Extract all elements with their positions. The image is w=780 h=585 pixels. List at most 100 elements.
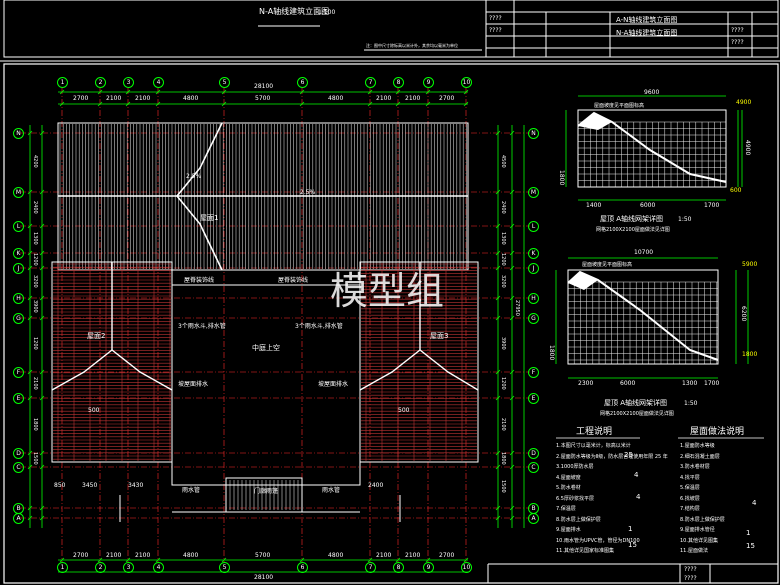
- detail2-subtitle: 网格2100X2100屋面做法见详图: [600, 411, 674, 417]
- dim-segment-bottom: 2100: [106, 552, 122, 559]
- watermark: 模型组: [330, 269, 445, 313]
- grid-axis-bubble: 5: [219, 77, 230, 88]
- grid-axis-bubble: A: [13, 513, 24, 524]
- detail1-side-dim: 1800: [558, 170, 565, 186]
- notes-right-item: 10.其他详见图集: [680, 537, 718, 544]
- detail1-subtitle: 网格2100X2100屋面做法见详图: [596, 227, 670, 233]
- grid-axis-bubble: 3: [123, 77, 134, 88]
- roof-left-wing: [51, 261, 173, 463]
- gutter-label-left: 屋脊装饰线: [184, 277, 215, 284]
- dim-segment-left: 1200: [32, 252, 38, 266]
- entry-label: 门廊雨篷: [254, 488, 279, 495]
- top-sheet-title: N-A轴线建筑立面图: [259, 7, 330, 16]
- grid-axis-bubble: D: [528, 448, 539, 459]
- grid-axis-bubble: 2: [95, 562, 106, 573]
- detail1-side-dim: 4900: [744, 140, 751, 156]
- dim-segment-bottom: 2100: [405, 552, 421, 559]
- top-sheet: N-A轴线建筑立面图 1:100 注：图中尺寸除标高以米计外，其余均以毫米为单位…: [0, 0, 780, 58]
- gutter-label-right: 屋脊装饰线: [278, 277, 309, 284]
- notes-left-item: 1.本图尺寸以毫米计，标高以米计: [556, 443, 631, 449]
- grid-axis-bubble: H: [528, 293, 539, 304]
- dim-total-bottom: 28100: [254, 574, 274, 581]
- title-block-line-2: N-A轴线建筑立面图: [616, 29, 678, 37]
- note-number: 1: [746, 529, 751, 537]
- grid-axis-bubble: M: [13, 187, 24, 198]
- notes-left-item: 3.1000厚防水层: [556, 464, 594, 470]
- grid-axis-bubble: 3: [123, 562, 134, 573]
- dim-segment-right: 3900: [500, 337, 506, 350]
- bottom-title-label: ????: [684, 575, 697, 582]
- dim-500-left: 500: [88, 407, 100, 414]
- dim-segment-top: 2100: [376, 95, 392, 102]
- note-number: 4: [752, 499, 757, 507]
- dim-segment-right: 27950: [514, 300, 520, 316]
- center-court: [119, 284, 401, 522]
- grid-axis-bubble: 4: [153, 562, 164, 573]
- dim-segment-top: 5700: [255, 95, 271, 102]
- dim-segment-left: 1300: [32, 231, 38, 245]
- notes-right-item: 7.结构层: [680, 506, 700, 512]
- dim-500-right: 500: [398, 407, 410, 414]
- note-number: 15: [628, 541, 637, 549]
- grid-axis-bubble: G: [13, 313, 24, 324]
- grid-axis-bubble: K: [528, 248, 539, 259]
- detail1-bottom-dim: 6000: [640, 202, 656, 209]
- detail2-side-dim: 1800: [548, 345, 555, 361]
- detail-2-frame: [555, 257, 749, 379]
- dim-segment-left: 3900: [32, 300, 38, 313]
- grid-axis-bubble: K: [13, 248, 24, 259]
- grid-axis-bubble: 4: [153, 77, 164, 88]
- roof-label-top: 屋面1: [200, 214, 219, 222]
- dim-label: 2400: [368, 482, 384, 489]
- detail2-title: 屋顶 A轴线网架详图: [604, 399, 668, 407]
- rain-pipe-label-right: 雨水管: [322, 487, 341, 494]
- slope-label: 2.5%: [186, 173, 202, 180]
- center-court-label: 中庭上空: [252, 344, 280, 352]
- top-sheet-scale: 1:100: [318, 9, 336, 16]
- grid-axis-bubble: 2: [95, 77, 106, 88]
- grid-axis-bubble: 6: [297, 77, 308, 88]
- detail2-side-dim: 6200: [740, 306, 747, 322]
- grid-axis-bubble: F: [13, 367, 24, 378]
- grid-axis-bubble: 10: [461, 77, 472, 88]
- grid-axis-bubble: 9: [423, 77, 434, 88]
- grid-axis-bubble: 8: [393, 77, 404, 88]
- grid-axis-bubble: G: [528, 313, 539, 324]
- note-number: 25: [624, 451, 633, 459]
- dim-segment-top: 2700: [73, 95, 89, 102]
- grid-axis-bubble: F: [528, 367, 539, 378]
- dim-segment-right: 1300: [500, 231, 506, 245]
- drain-label-left: 3个雨水斗,排水管: [178, 323, 226, 330]
- detail2-mark: 1800: [742, 351, 758, 358]
- dim-segment-top: 2100: [405, 95, 421, 102]
- detail1-top-dim: 9600: [644, 89, 660, 96]
- note-number: 15: [746, 542, 755, 550]
- notes-right-item: 11.屋面做法: [680, 548, 708, 554]
- dim-total-top: 28100: [254, 83, 274, 90]
- detail1-title: 屋顶 A轴线网架详图: [600, 215, 664, 223]
- title-block-line-1: A-N轴线建筑立面图: [616, 16, 678, 24]
- notes-right-item: 3.防水卷材层: [680, 464, 710, 470]
- grid-axis-bubble: 8: [393, 562, 404, 573]
- detail2-bottom-dim: 1300: [682, 380, 698, 387]
- dim-segment-right: 1200: [500, 377, 506, 390]
- dim-segment-left: 1200: [32, 337, 38, 350]
- dim-segment-left: 1800: [32, 417, 38, 431]
- notes-left-item: 11.其他详见国家标准图集: [556, 548, 614, 554]
- detail1-bottom-dim: 1400: [586, 202, 602, 209]
- dim-segment-bottom: 2700: [73, 552, 89, 559]
- detail-1-frame: [565, 95, 743, 201]
- grid-axis-bubble: L: [13, 221, 24, 232]
- dim-segment-bottom: 2100: [376, 552, 392, 559]
- dim-segment-left: 3200: [32, 275, 38, 288]
- notes-right-item: 6.找坡层: [680, 495, 700, 502]
- dim-label: 850: [54, 482, 66, 489]
- note-number: 4: [634, 471, 639, 479]
- bottom-title-label: ????: [684, 566, 697, 573]
- dim-segment-right: 3200: [500, 275, 506, 288]
- detail2-mark: 5900: [742, 261, 758, 268]
- grid-axis-bubble: 1: [57, 562, 68, 573]
- dim-label: 3450: [82, 482, 98, 489]
- detail1-bottom-dim: 1700: [704, 202, 720, 209]
